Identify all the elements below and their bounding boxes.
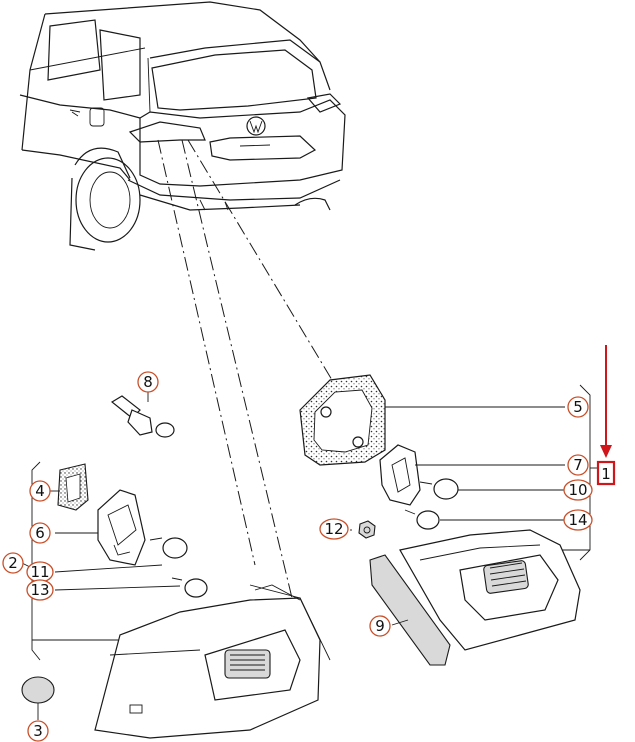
callout-4[interactable]: 4: [29, 480, 51, 502]
callout-7[interactable]: 7: [567, 454, 589, 476]
svg-text:1: 1: [601, 465, 611, 483]
svg-text:10: 10: [568, 481, 587, 499]
bulb-11: [149, 537, 188, 559]
svg-text:4: 4: [35, 482, 45, 500]
callout-8[interactable]: 8: [137, 371, 159, 393]
svg-text:3: 3: [33, 722, 43, 740]
right-inner-tail-lamp: [399, 529, 581, 651]
callout-14[interactable]: 14: [563, 509, 593, 531]
callout-5[interactable]: 5: [567, 396, 589, 418]
bulb-8: [110, 392, 175, 438]
callout-13[interactable]: 13: [26, 579, 54, 601]
svg-text:5: 5: [573, 398, 583, 416]
left-tail-lamp: [94, 584, 331, 739]
svg-text:6: 6: [35, 524, 45, 542]
callout-1-highlighted[interactable]: 1: [596, 460, 616, 486]
svg-text:8: 8: [143, 373, 153, 391]
red-arrow-indicator: [600, 345, 612, 458]
callout-12[interactable]: 12: [319, 518, 349, 540]
trim-strip-9: [369, 554, 451, 666]
svg-text:13: 13: [30, 581, 49, 599]
callout-10[interactable]: 10: [563, 479, 593, 501]
svg-text:11: 11: [30, 563, 49, 581]
callout-3[interactable]: 3: [27, 720, 49, 742]
callout-9[interactable]: 9: [369, 615, 391, 637]
svg-text:12: 12: [324, 520, 343, 538]
vehicle-illustration: [19, 1, 346, 251]
callout-2[interactable]: 2: [2, 552, 24, 574]
cap-3: [21, 676, 55, 720]
left-lamp-assembly: [21, 392, 331, 739]
callout-6[interactable]: 6: [29, 522, 51, 544]
svg-text:14: 14: [568, 511, 587, 529]
callout-11[interactable]: 11: [26, 561, 54, 583]
svg-text:2: 2: [8, 554, 18, 572]
leader-dashed-lines: [157, 139, 333, 599]
right-lamp-assembly: [299, 374, 598, 666]
bulb-13: [171, 577, 208, 598]
svg-text:7: 7: [573, 456, 583, 474]
nut-12: [358, 520, 376, 539]
svg-text:9: 9: [375, 617, 385, 635]
